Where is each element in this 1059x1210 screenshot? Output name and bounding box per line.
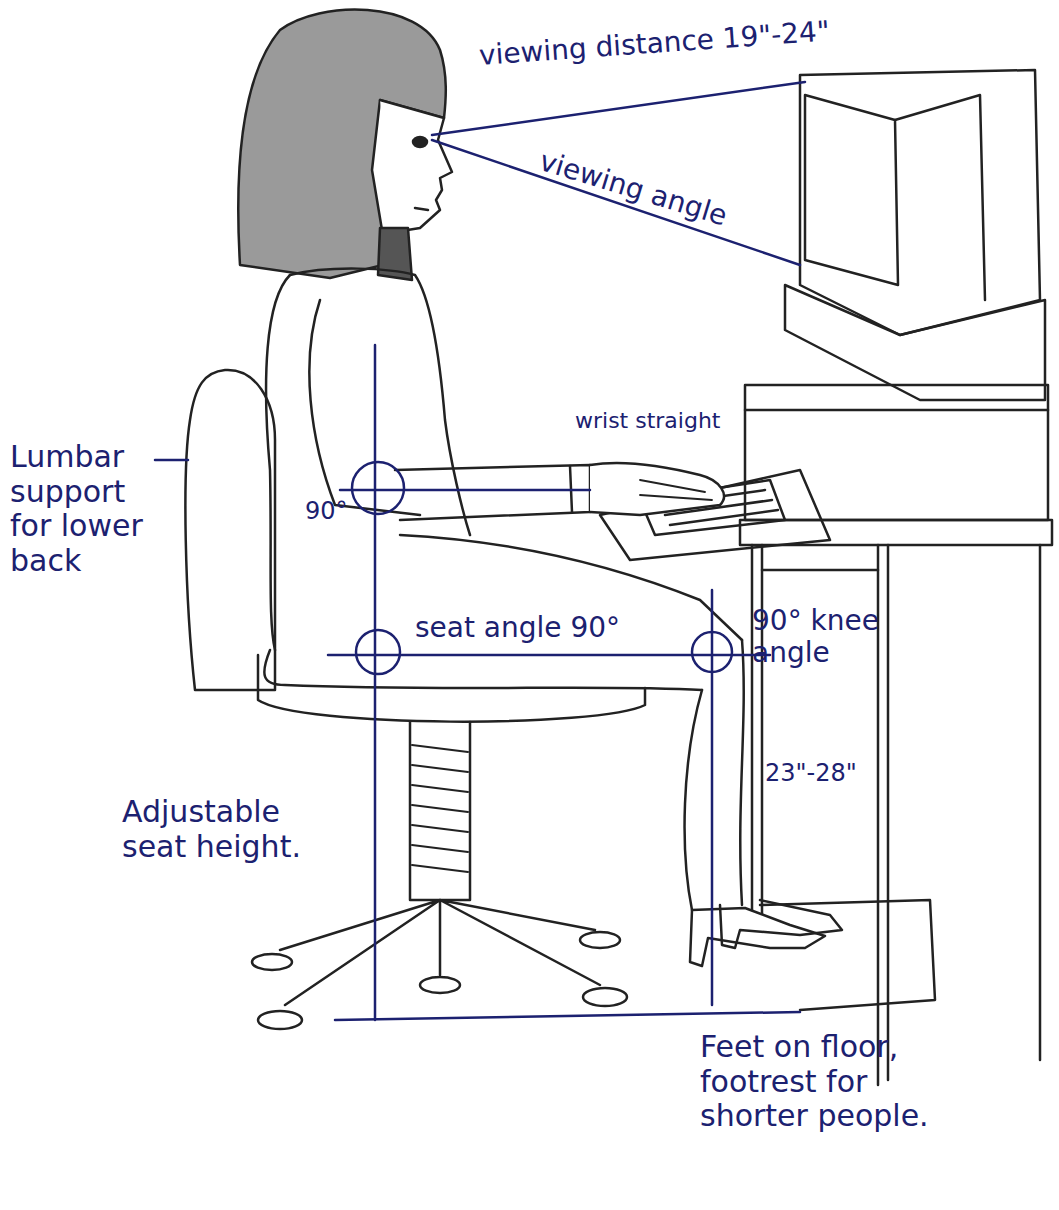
shin-front	[740, 640, 743, 905]
chair-back	[185, 370, 275, 690]
chair-spring	[412, 745, 468, 872]
desk-leg	[1039, 545, 1042, 1060]
leader-line	[155, 459, 188, 462]
fingers	[640, 480, 712, 500]
drawing	[185, 10, 1052, 1085]
shoe	[690, 908, 825, 966]
angle-label: 90° knee angle	[752, 605, 887, 669]
face	[380, 100, 452, 232]
monitor-edge	[895, 95, 985, 300]
chair-wheel	[580, 932, 620, 948]
angle-label: 90°	[305, 498, 348, 526]
viewing-angle-line	[432, 140, 800, 265]
monitor-body	[800, 70, 1040, 335]
hair	[238, 10, 446, 278]
note-label: Feet on floor, footrest for shorter peop…	[700, 1030, 960, 1134]
guide-line	[711, 590, 714, 1005]
mouth	[415, 208, 428, 210]
note-label: Lumbar support for lower back	[10, 440, 145, 578]
chair-wheel	[258, 1011, 302, 1029]
chair-wheel	[420, 977, 460, 993]
note-label: viewing angle	[536, 145, 731, 233]
upper-arm	[309, 300, 420, 515]
guide-line	[374, 345, 377, 1020]
desk-hutch	[745, 385, 1048, 520]
desk-leg	[752, 545, 762, 930]
desk-rail	[762, 569, 878, 572]
footrest	[760, 900, 935, 1010]
angle-label: seat angle 90°	[415, 612, 620, 644]
dimension-label: 23"-28"	[765, 760, 857, 788]
shoe	[720, 900, 842, 948]
chair-base	[280, 900, 600, 1005]
floor-line	[335, 1012, 800, 1020]
chair-wheel	[583, 988, 627, 1006]
desk-ledge	[745, 409, 1048, 412]
torso-front	[290, 269, 470, 535]
note-label: Adjustable seat height.	[122, 795, 332, 864]
guide-line	[328, 654, 770, 657]
eye	[413, 137, 427, 147]
note-label: wrist straight	[575, 408, 721, 433]
computer-case	[785, 285, 1045, 400]
annotation-lines	[155, 82, 805, 1020]
shin-back	[685, 690, 702, 910]
hand	[590, 463, 724, 515]
viewing-distance-line	[432, 82, 805, 135]
desk-top	[740, 520, 1052, 545]
chair-wheel	[252, 954, 292, 970]
angle-circle	[356, 630, 400, 674]
angle-circle	[352, 462, 404, 514]
chair-cylinder	[410, 722, 470, 900]
back	[266, 275, 290, 650]
forearm	[395, 465, 590, 520]
guide-line	[340, 489, 590, 492]
dimension-label: viewing distance 19"-24"	[478, 15, 831, 72]
monitor-screen	[805, 95, 898, 285]
